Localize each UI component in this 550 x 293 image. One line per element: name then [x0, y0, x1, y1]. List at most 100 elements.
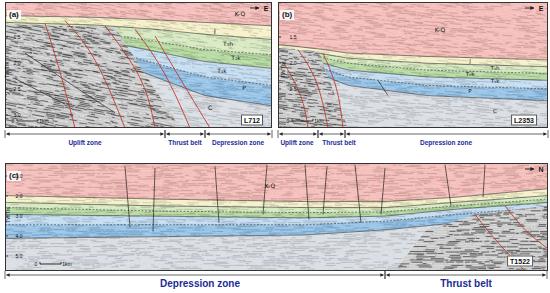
direction-letter: E: [264, 5, 269, 12]
axis-tick: 3.0: [16, 214, 23, 219]
panel-frame: (a): [5, 2, 272, 128]
zone-label: Depression zone: [212, 140, 264, 147]
layer-label: P: [242, 85, 246, 91]
zone-label: Thrust belt: [322, 140, 356, 147]
fault-line: [378, 80, 388, 95]
layer-label: K-Q: [435, 27, 445, 33]
axis-tick: 3.0: [14, 113, 21, 118]
thrust-fault: [45, 23, 75, 128]
panel-content: [5, 163, 548, 271]
axis-tick: 4.0: [16, 234, 23, 239]
horizon-line: [5, 202, 548, 218]
layer-label: T₂k: [231, 55, 241, 61]
zone-label: Depression zone: [160, 279, 240, 289]
seismic-panel: [276, 0, 550, 164]
seismic-reflections: [5, 2, 272, 128]
thrust-fault: [323, 53, 343, 128]
seismic-panel: [3, 0, 285, 181]
seismic-reflections: [278, 2, 548, 128]
zone-divider: [165, 130, 166, 138]
zone-arrow: [7, 134, 164, 135]
zone-divider: [318, 130, 319, 138]
fault-line: [153, 168, 155, 231]
zone-divider: [278, 130, 279, 138]
scale-label: 0: [287, 119, 290, 124]
panel-frame: (b): [278, 2, 548, 128]
thrust-fault: [65, 21, 125, 128]
horizon-line: [5, 189, 548, 202]
panel-content: [5, 2, 272, 128]
axis-title: TWT/s: [281, 62, 287, 78]
fault-line: [305, 165, 309, 220]
layer-label: K-Q: [235, 11, 245, 17]
layer-label: T₃h: [223, 41, 233, 47]
panel-letter: (a): [7, 10, 21, 20]
zone-arrow: [320, 134, 344, 135]
scale-label: 1km: [62, 262, 71, 267]
fault-line: [355, 165, 361, 223]
zone-divider: [5, 271, 6, 279]
seismic-reflections: [5, 163, 548, 271]
zone-divider: [345, 130, 346, 138]
horizon-line: [5, 195, 548, 207]
layer-label: C: [493, 109, 497, 115]
fault-line: [445, 165, 451, 206]
direction-letter: E: [539, 5, 544, 12]
line-id: L2353: [511, 115, 537, 126]
panel-frame: (c): [5, 163, 548, 271]
panel-content: [278, 2, 548, 128]
zone-divider: [385, 271, 386, 279]
seismic-reflections: [5, 163, 548, 271]
axis-tick: 2.5: [290, 87, 297, 92]
layer-label: P: [468, 89, 471, 95]
zone-label: Depression zone: [420, 140, 472, 147]
axis-tick: 1.5: [290, 35, 297, 40]
axis-title: TWT/s: [5, 62, 11, 78]
line-id: T1522: [507, 256, 533, 267]
scale-label: 1km: [314, 119, 323, 124]
fault-line: [15, 79, 65, 105]
fault-line: [263, 165, 267, 215]
layer-label: T₃h: [490, 66, 499, 72]
zone-divider: [205, 130, 206, 138]
line-id: L712: [241, 115, 263, 126]
direction-arrow: [525, 8, 534, 9]
thrust-fault: [283, 62, 308, 128]
zone-arrow: [167, 134, 204, 135]
seismic-reflections: [278, 2, 548, 128]
thrust-fault: [505, 206, 548, 249]
zone-divider: [547, 271, 548, 279]
fault-line: [323, 166, 327, 214]
zone-divider: [205, 130, 206, 138]
fault-line: [215, 166, 219, 223]
zone-divider: [548, 130, 549, 138]
direction-arrow: [525, 169, 534, 170]
seismic-reflections: [5, 2, 272, 128]
axis-tick: 2.0: [16, 194, 23, 199]
scale-bar: [17, 119, 38, 121]
thrust-fault: [105, 26, 155, 128]
zone-arrow: [347, 134, 547, 135]
fault-line: [483, 165, 485, 198]
axis-tick: 2.0: [290, 61, 297, 66]
zone-arrow: [280, 134, 317, 135]
zone-arrow: [387, 275, 546, 276]
zone-label: Thrust belt: [440, 279, 492, 289]
axis-tick: 2.0: [14, 61, 21, 66]
thrust-fault: [135, 29, 190, 128]
axis-tick: 1.0: [16, 174, 23, 179]
zone-divider: [5, 130, 6, 138]
zone-label: Uplift zone: [280, 140, 313, 147]
axis-title: TWT/s: [6, 207, 12, 223]
fault-line: [381, 168, 385, 214]
zone-label: Thrust belt: [168, 140, 202, 147]
layer-label: C: [208, 105, 212, 111]
layer-label: K-Q: [265, 183, 275, 189]
layer-label: T₁k: [491, 79, 500, 85]
zone-arrow: [7, 275, 384, 276]
direction-arrow: [250, 8, 259, 9]
zone-divider: [272, 130, 273, 138]
layer-label: T₁k: [217, 68, 227, 74]
zone-divider: [385, 271, 386, 279]
